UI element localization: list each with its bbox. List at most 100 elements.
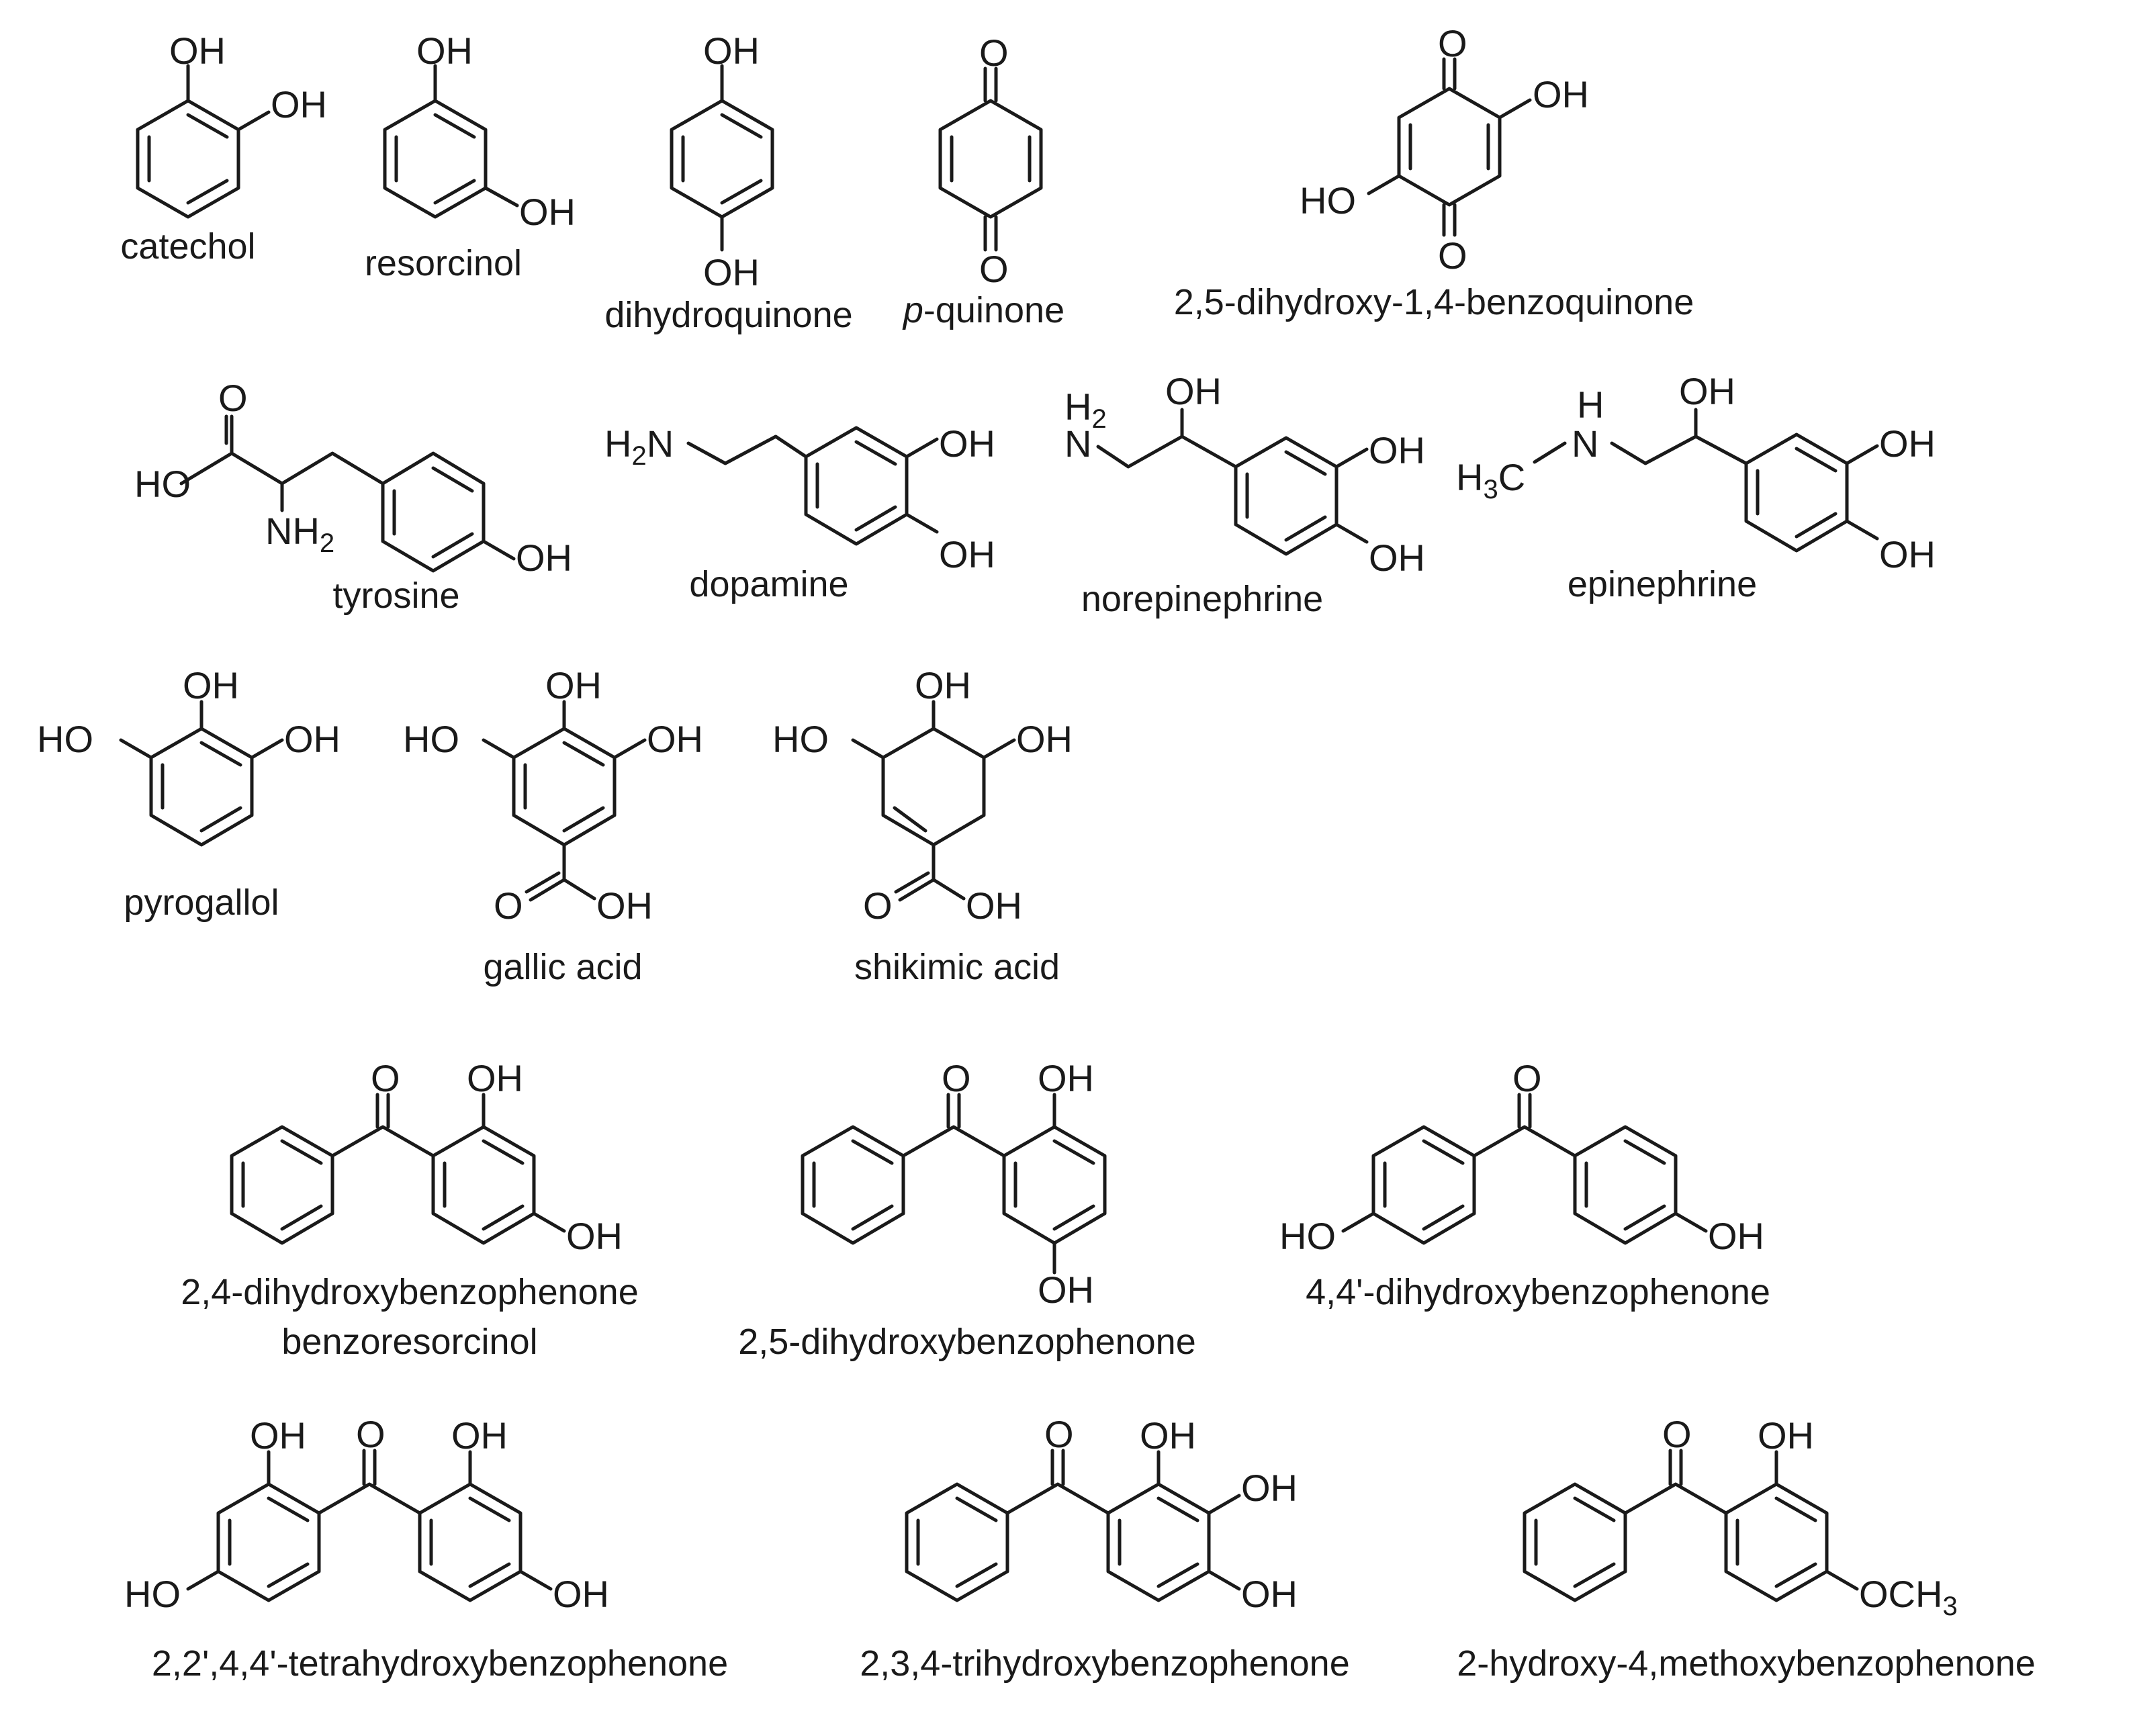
atom-oh: OH (1369, 537, 1425, 579)
atom-o: O (356, 1413, 386, 1455)
atom-oh: OH (703, 251, 760, 293)
structure-p-quinone: O O p-quinone (902, 32, 1064, 330)
label-resorcinol: resorcinol (365, 243, 522, 283)
atom-oh: OH (596, 884, 653, 927)
structure-catechol: OH OH catechol (120, 30, 327, 267)
atom-ho: HO (772, 718, 829, 760)
label-2-3-4-trihydroxybenzophenone: 2,3,4-trihydroxybenzophenone (860, 1643, 1350, 1684)
atom-oh: OH (451, 1414, 508, 1457)
structure-2-3-4-trihydroxybenzophenone: O OH OH OH 2,3,4-trihydroxybenzophenone (860, 1413, 1350, 1684)
atom-oh: OH (939, 422, 995, 465)
label-4-4-dihydroxybenzophenone: 4,4'-dihydroxybenzophenone (1306, 1272, 1770, 1312)
atom-oh: OH (1016, 718, 1073, 760)
structure-resorcinol: OH OH resorcinol (365, 30, 576, 283)
atom-oh: OH (1241, 1467, 1298, 1509)
atom-o: O (1662, 1413, 1692, 1455)
structure-2-5-dihydroxy-1-4-benzoquinone: O O OH HO 2,5-dihydroxy-1,4-benzoquinone (1174, 22, 1694, 322)
atom-ho: HO (403, 718, 459, 760)
label-dihydroquinone: dihydroquinone (604, 295, 852, 335)
atom-oh: OH (250, 1414, 306, 1457)
atom-oh: OH (939, 533, 995, 576)
atom-o: O (979, 32, 1009, 74)
atom-oh: OH (416, 30, 473, 72)
atom-o: O (1044, 1413, 1074, 1455)
atom-oh: OH (467, 1057, 523, 1099)
structure-2-hydroxy-4-methoxybenzophenone: O OH OCH3 2-hydroxy-4,methoxybenzophenon… (1457, 1413, 2036, 1684)
atom-oh: OH (1708, 1215, 1764, 1257)
atom-nh2: NH2 (265, 510, 334, 558)
atom-oh: OH (1369, 429, 1425, 471)
label-epinephrine: epinephrine (1568, 564, 1757, 604)
atom-n: N (1572, 422, 1598, 465)
label-2-4-dihydroxybenzophenone: 2,4-dihydroxybenzophenone (181, 1272, 639, 1312)
atom-n: N (1064, 422, 1091, 465)
atom-oh: OH (1533, 73, 1589, 116)
label-norepinephrine: norepinephrine (1081, 579, 1323, 619)
atom-oh: OH (1879, 422, 1936, 465)
atom-o: O (371, 1057, 400, 1099)
atom-h: H (1577, 383, 1604, 426)
structure-epinephrine: H3C H N OH OH OH epinephrine (1456, 370, 1936, 604)
structure-2-5-dihydroxybenzophenone: O OH OH 2,5-dihydroxybenzophenone (738, 1057, 1196, 1362)
atom-oh: OH (516, 537, 572, 579)
atom-ho: HO (1279, 1215, 1336, 1257)
label-catechol: catechol (120, 226, 255, 267)
label-dopamine: dopamine (689, 564, 848, 604)
structure-dihydroquinone: OH OH dihydroquinone (604, 30, 852, 335)
structure-dopamine: H2N OH OH dopamine (604, 422, 995, 604)
atom-oh: OH (1679, 370, 1735, 412)
atom-oh: OH (966, 884, 1022, 927)
label-2-2-4-4-tetrahydroxybenzophenone: 2,2',4,4'-tetrahydroxybenzophenone (152, 1643, 728, 1684)
atom-o: O (1512, 1057, 1542, 1099)
atom-o: O (979, 248, 1009, 290)
atom-o: O (1438, 234, 1467, 277)
atom-ho: HO (124, 1573, 181, 1615)
label-shikimic-acid: shikimic acid (854, 947, 1060, 987)
atom-ho: HO (1300, 179, 1356, 222)
atom-oh: OH (1038, 1269, 1094, 1311)
atom-oh: OH (545, 664, 602, 706)
label-tyrosine: tyrosine (332, 576, 459, 616)
atom-oh: OH (183, 664, 239, 706)
atom-oh: OH (1165, 370, 1222, 412)
atom-oh: OH (1241, 1573, 1298, 1615)
label-2-hydroxy-4-methoxybenzophenone: 2-hydroxy-4,methoxybenzophenone (1457, 1643, 2036, 1684)
atom-o: O (1438, 22, 1467, 64)
atom-oh: OH (703, 30, 760, 72)
atom-och3: OCH3 (1859, 1573, 1958, 1621)
atom-oh: OH (647, 718, 703, 760)
label-2-5-dihydroxybenzophenone: 2,5-dihydroxybenzophenone (738, 1322, 1196, 1362)
atom-oh: OH (1038, 1057, 1094, 1099)
atom-oh: OH (553, 1573, 609, 1615)
structure-gallic-acid: OH OH HO O OH gallic acid (403, 664, 703, 987)
atom-h2: H2 (1064, 385, 1107, 434)
structure-2-4-dihydroxybenzophenone: O OH OH 2,4-dihydroxybenzophenone benzor… (181, 1057, 639, 1362)
atom-ho: HO (37, 718, 93, 760)
structure-shikimic-acid: OH OH HO O OH shikimic acid (772, 664, 1073, 987)
atom-o: O (218, 377, 248, 419)
atom-h2n: H2N (604, 422, 674, 471)
atom-oh: OH (519, 191, 576, 233)
atom-o: O (942, 1057, 971, 1099)
atom-h3c: H3C (1456, 456, 1525, 504)
structure-4-4-dihydroxybenzophenone: O HO OH 4,4'-dihydroxybenzophenone (1279, 1057, 1770, 1312)
label-2-5-dihydroxy-1-4-benzoquinone: 2,5-dihydroxy-1,4-benzoquinone (1174, 282, 1694, 322)
structure-2-2-4-4-tetrahydroxybenzophenone: O OH OH HO OH 2,2',4,4'-tetrahydroxybenz… (124, 1413, 728, 1684)
label-gallic-acid: gallic acid (483, 947, 642, 987)
atom-ho: HO (134, 463, 191, 505)
atom-oh: OH (169, 30, 226, 72)
atom-o: O (494, 884, 523, 927)
atom-oh: OH (566, 1215, 623, 1257)
atom-oh: OH (284, 718, 341, 760)
atom-oh: OH (1140, 1414, 1196, 1457)
atom-oh: OH (1758, 1414, 1814, 1457)
structure-tyrosine: O HO NH2 OH tyrosine (134, 377, 572, 616)
label-benzoresorcinol: benzoresorcinol (281, 1322, 537, 1362)
label-pyrogallol: pyrogallol (124, 882, 279, 923)
atom-oh: OH (915, 664, 971, 706)
label-p-quinone: p-quinone (902, 290, 1064, 330)
atom-oh: OH (271, 83, 327, 126)
atom-o: O (863, 884, 893, 927)
structure-pyrogallol: OH OH HO pyrogallol (37, 664, 341, 923)
